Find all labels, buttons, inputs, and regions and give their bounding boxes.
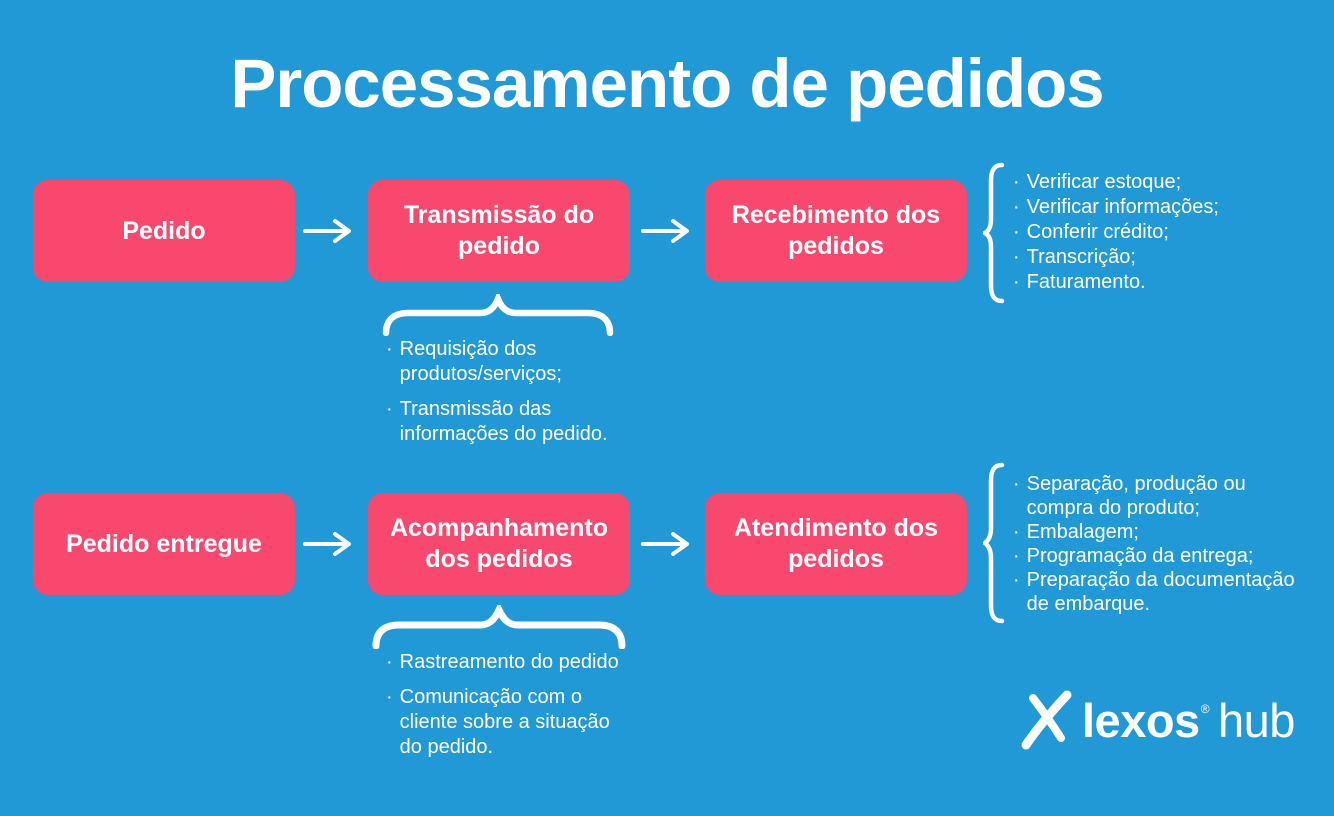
- bullet-dot: ·: [386, 398, 393, 420]
- list-item-text: Programação da entrega;: [1026, 545, 1254, 567]
- list-item: · Embalagem;: [1013, 520, 1328, 544]
- lexos-x-icon: [1014, 685, 1078, 755]
- curly-brace-up-icon: [371, 605, 627, 649]
- list-item: · Separação, produção ou compra do produt…: [1013, 472, 1328, 520]
- bullet-dot: ·: [386, 651, 393, 673]
- flow-box-label: Pedido entregue: [66, 529, 262, 558]
- arrow-right-icon: [302, 531, 358, 557]
- list-item-text: Verificar estoque;: [1026, 171, 1182, 193]
- list-item-text: Transmissão das informações do pedido.: [399, 398, 608, 445]
- bullet-dot: ·: [1013, 473, 1020, 495]
- list-item-text: Comunicação com o cliente sobre a situaç…: [399, 686, 610, 758]
- atendimento-task-list: · Separação, produção ou compra do produt…: [1013, 472, 1328, 616]
- list-item-text: Preparação da documentação de embarque.: [1026, 569, 1295, 615]
- flow-box-acompanhamento: Acompanhamento dos pedidos: [368, 493, 630, 595]
- flow-box-atendimento: Atendimento dos pedidos: [705, 493, 967, 595]
- list-item: · Verificar estoque;: [1013, 170, 1328, 195]
- page-title: Processamento de pedidos: [230, 45, 1104, 122]
- bullet-dot: ·: [1013, 521, 1020, 543]
- list-item: · Requisição dos produtos/serviços;: [386, 337, 638, 387]
- flow-box-pedido: Pedido: [33, 180, 295, 282]
- list-item-text: Embalagem;: [1026, 521, 1139, 543]
- lexos-hub-logo: lexos ® hub: [1014, 684, 1295, 756]
- flow-box-label: Recebimento dos pedidos: [731, 201, 941, 260]
- arrow-right-icon: [640, 218, 696, 244]
- arrow-right-icon: [302, 218, 358, 244]
- flow-box-label: Pedido: [122, 216, 206, 245]
- logo-brand-text: lexos: [1082, 693, 1200, 747]
- list-item: · Preparação da documentação de embarque.: [1013, 568, 1328, 616]
- bullet-dot: ·: [1013, 246, 1020, 268]
- bullet-dot: ·: [386, 338, 393, 360]
- list-item: · Transmissão das informações do pedido.: [386, 397, 638, 447]
- list-item-text: Conferir crédito;: [1026, 221, 1169, 243]
- list-item-text: Verificar informações;: [1026, 196, 1219, 218]
- list-item-text: Transcrição;: [1026, 246, 1136, 268]
- logo-wordmark: lexos ® hub: [1082, 693, 1295, 748]
- arrow-right-icon: [640, 531, 696, 557]
- list-item: · Transcrição;: [1013, 245, 1328, 270]
- list-item-text: Rastreamento do pedido: [399, 651, 619, 673]
- flow-box-recebimento: Recebimento dos pedidos: [705, 180, 967, 282]
- list-item: · Faturamento.: [1013, 270, 1328, 295]
- flow-box-label: Acompanhamento dos pedidos: [389, 514, 609, 573]
- bullet-dot: ·: [1013, 545, 1020, 567]
- bullet-dot: ·: [1013, 271, 1020, 293]
- flow-box-pedido-entregue: Pedido entregue: [33, 493, 295, 595]
- logo-suffix-text: hub: [1218, 693, 1295, 747]
- flow-box-label: Transmissão do pedido: [403, 201, 595, 260]
- list-item: · Rastreamento do pedido: [386, 650, 638, 675]
- list-item: · Conferir crédito;: [1013, 220, 1328, 245]
- list-item-text: Faturamento.: [1026, 271, 1146, 293]
- acompanhamento-task-list: · Rastreamento do pedido · Comunicação com …: [386, 650, 638, 770]
- bullet-dot: ·: [386, 686, 393, 708]
- curly-brace-up-icon: [381, 294, 615, 336]
- bullet-dot: ·: [1013, 221, 1020, 243]
- bullet-dot: ·: [1013, 196, 1020, 218]
- registered-mark-icon: ®: [1200, 701, 1210, 716]
- list-item: · Programação da entrega;: [1013, 544, 1328, 568]
- bullet-dot: ·: [1013, 171, 1020, 193]
- curly-brace-left-icon: [983, 462, 1007, 624]
- curly-brace-left-icon: [983, 162, 1007, 304]
- list-item-text: Separação, produção ou compra do produto…: [1026, 473, 1246, 519]
- recebimento-task-list: · Verificar estoque; · Verificar informaçõe…: [1013, 170, 1328, 295]
- list-item: · Comunicação com o cliente sobre a situa…: [386, 685, 638, 760]
- bullet-dot: ·: [1013, 569, 1020, 591]
- transmissao-task-list: · Requisição dos produtos/serviços; · Trans…: [386, 337, 638, 457]
- flow-box-label: Atendimento dos pedidos: [733, 514, 939, 573]
- list-item: · Verificar informações;: [1013, 195, 1328, 220]
- flow-box-transmissao: Transmissão do pedido: [368, 180, 630, 282]
- list-item-text: Requisição dos produtos/serviços;: [399, 338, 562, 385]
